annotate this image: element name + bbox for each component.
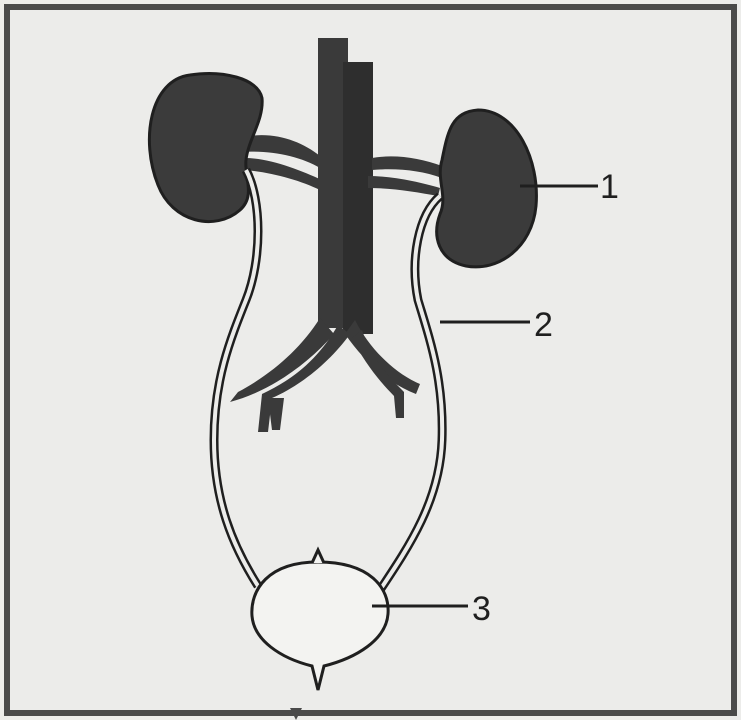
vena-cava [343,62,373,334]
label-kidney: 1 [600,168,619,206]
label-bladder: 3 [472,590,491,628]
left-kidney [149,74,262,222]
label-ureter: 2 [534,306,553,344]
